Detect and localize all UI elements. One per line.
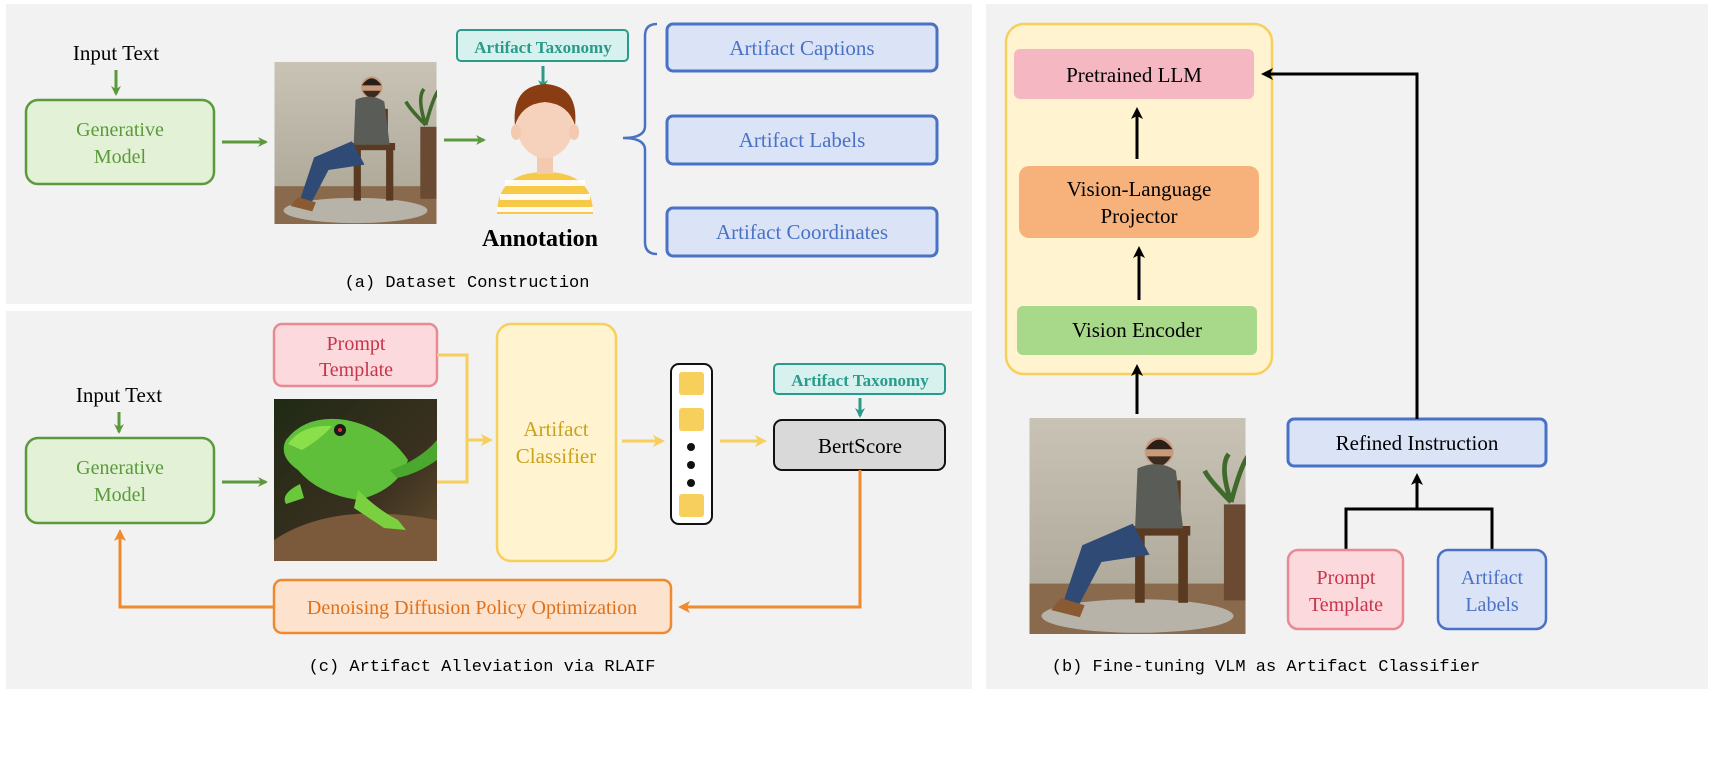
bertscore-box: BertScore bbox=[773, 419, 946, 471]
panel-c-input-text: Input Text bbox=[76, 383, 162, 407]
prompt-merge-connector bbox=[1344, 507, 1494, 549]
artifact-coordinates-label: Artifact Coordinates bbox=[716, 220, 888, 244]
bertscore-label: BertScore bbox=[818, 434, 902, 458]
panel-a-generative-model: Generative Model bbox=[24, 98, 216, 186]
bertscore-to-ddpo-connector bbox=[678, 470, 862, 613]
lizard-photo bbox=[274, 399, 437, 561]
projector-line2: Projector bbox=[1101, 204, 1178, 228]
artifact-labels-box: Artifact Labels bbox=[665, 114, 939, 166]
panel-b-prompt-template-line2: Template bbox=[1309, 594, 1383, 616]
panel-c-generative-model-line2: Model bbox=[94, 484, 147, 506]
refined-instruction-box: Refined Instruction bbox=[1286, 417, 1548, 468]
panel-a-brace bbox=[622, 22, 658, 256]
artifact-classifier-box: Artifact Classifier bbox=[495, 322, 618, 563]
panel-a-man-photo bbox=[274, 62, 437, 224]
pretrained-llm-label: Pretrained LLM bbox=[1066, 63, 1202, 87]
panel-b-prompt-template-line1: Prompt bbox=[1317, 567, 1376, 589]
panel-c-generative-model: Generative Model bbox=[24, 436, 216, 525]
vision-encoder-label: Vision Encoder bbox=[1072, 318, 1202, 342]
panel-a-input-text: Input Text bbox=[73, 41, 159, 65]
ddpo-label: Denoising Diffusion Policy Optimization bbox=[307, 597, 637, 619]
annotator-person-icon bbox=[497, 84, 593, 214]
panel-b-artifact-labels-line2: Labels bbox=[1465, 594, 1519, 616]
panel-a-artifact-taxonomy-label: Artifact Taxonomy bbox=[474, 38, 612, 57]
token-stack-icon bbox=[670, 363, 713, 525]
pretrained-llm-box: Pretrained LLM bbox=[1014, 49, 1254, 99]
artifact-coordinates-box: Artifact Coordinates bbox=[665, 206, 939, 258]
artifact-classifier-line2: Classifier bbox=[516, 444, 596, 468]
panel-c-generative-model-line1: Generative bbox=[76, 457, 164, 479]
ddpo-box: Denoising Diffusion Policy Optimization bbox=[272, 578, 673, 635]
panel-a-caption: (a) Dataset Construction bbox=[345, 274, 590, 293]
instruction-to-llm-connector bbox=[1261, 68, 1419, 419]
panel-a-generative-model-line2: Model bbox=[94, 146, 147, 168]
artifact-captions-label: Artifact Captions bbox=[729, 36, 874, 60]
projector-box: Vision-Language Projector bbox=[1019, 166, 1259, 238]
panel-c-prompt-template-line1: Prompt bbox=[327, 333, 386, 355]
panel-a-annotation-label: Annotation bbox=[482, 226, 598, 252]
panel-c-prompt-template-line2: Template bbox=[319, 359, 393, 381]
prompt-to-classifier-connector bbox=[437, 353, 493, 446]
panel-c-artifact-taxonomy-label: Artifact Taxonomy bbox=[791, 371, 929, 390]
ddpo-to-model-connector bbox=[114, 529, 274, 609]
panel-b-artifact-labels-line1: Artifact bbox=[1461, 567, 1524, 589]
artifact-labels-label: Artifact Labels bbox=[739, 128, 866, 152]
vision-encoder-box: Vision Encoder bbox=[1017, 306, 1257, 355]
image-to-classifier-connector bbox=[437, 440, 469, 484]
panel-c-artifact-taxonomy: Artifact Taxonomy bbox=[773, 363, 946, 395]
panel-a-artifact-taxonomy: Artifact Taxonomy bbox=[456, 29, 629, 62]
panel-b-man-photo bbox=[1030, 418, 1248, 634]
panel-b-caption: (b) Fine-tuning VLM as Artifact Classifi… bbox=[1052, 658, 1480, 677]
panel-c-prompt-template: Prompt Template bbox=[272, 322, 439, 388]
panel-c-caption: (c) Artifact Alleviation via RLAIF bbox=[309, 658, 656, 677]
panel-b-artifact-labels: Artifact Labels bbox=[1436, 548, 1548, 631]
refined-instruction-label: Refined Instruction bbox=[1336, 431, 1499, 455]
projector-line1: Vision-Language bbox=[1067, 177, 1212, 201]
artifact-captions-box: Artifact Captions bbox=[665, 22, 939, 73]
panel-b-prompt-template: Prompt Template bbox=[1286, 548, 1405, 631]
artifact-classifier-line1: Artifact bbox=[523, 417, 588, 441]
panel-a-generative-model-line1: Generative bbox=[76, 119, 164, 141]
